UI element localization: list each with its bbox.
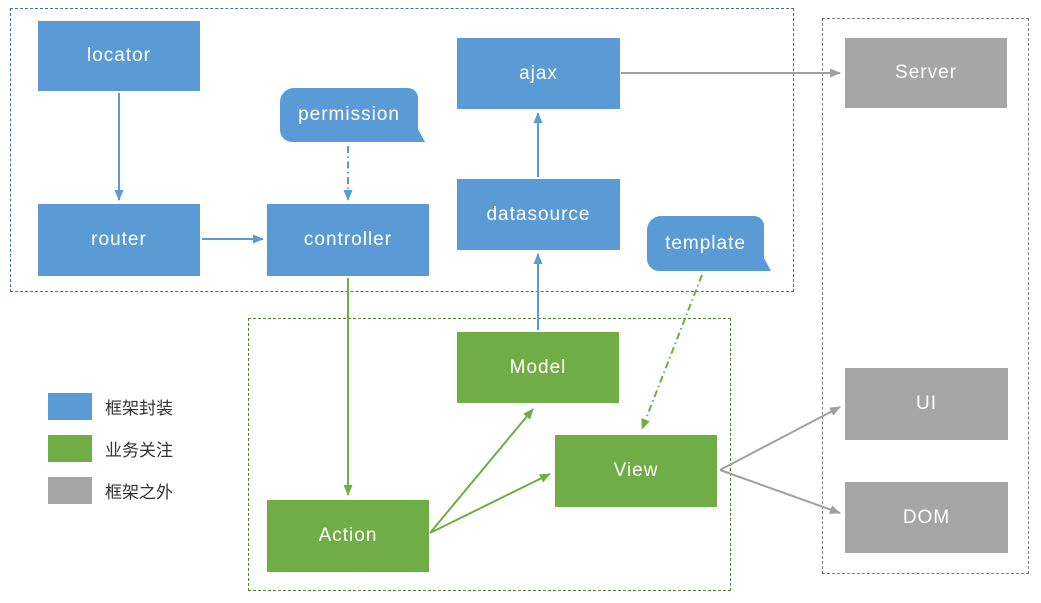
legend-label: 框架之外 [105, 483, 173, 502]
edge-action-view [429, 473, 551, 534]
legend-label: 框架封装 [105, 399, 173, 418]
node-template: template [647, 216, 771, 271]
edge-view-ui [719, 406, 841, 471]
group-outside-wrap [822, 18, 1029, 574]
node-action: Action [267, 500, 429, 572]
node-ui: UI [845, 368, 1008, 440]
legend-item-1: 业务关注 [48, 435, 173, 462]
node-server: Server [845, 38, 1007, 108]
legend: 框架封装业务关注框架之外 [48, 393, 173, 519]
legend-label: 业务关注 [105, 441, 173, 460]
node-router: router [38, 204, 200, 276]
node-view: View [555, 435, 717, 507]
node-dom: DOM [845, 482, 1008, 553]
group-business-wrap [248, 318, 731, 591]
legend-item-0: 框架封装 [48, 393, 173, 420]
node-model: Model [457, 332, 619, 403]
legend-swatch-gray [48, 477, 92, 504]
node-permission: permission [280, 88, 425, 142]
node-controller: controller [267, 204, 429, 276]
node-locator: locator [38, 21, 200, 91]
edge-template-view [641, 274, 703, 430]
edge-view-dom [719, 469, 841, 514]
node-datasource: datasource [457, 179, 620, 250]
group-framework-wrap [10, 8, 794, 292]
legend-swatch-green [48, 435, 92, 462]
node-ajax: ajax [457, 38, 620, 109]
edge-action-model [429, 408, 534, 534]
legend-swatch-blue [48, 393, 92, 420]
legend-item-2: 框架之外 [48, 477, 173, 504]
